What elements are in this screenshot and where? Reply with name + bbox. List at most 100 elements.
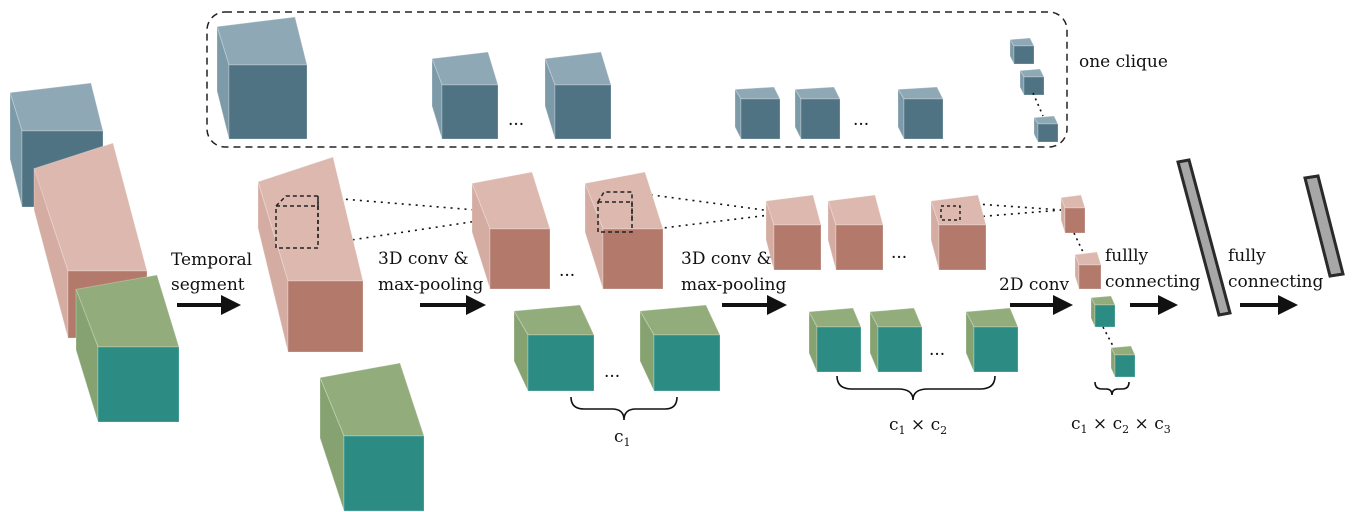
conv2-green-cube-3-front	[973, 326, 1019, 373]
conv3-red-cube-1	[1060, 194, 1086, 234]
label-3dconv-2b: max-pooling	[681, 275, 786, 295]
clique-blue-small-2-top	[794, 86, 841, 100]
conv3-red-cube-1-front	[1064, 207, 1086, 234]
conv3-green-cube-2-front	[1114, 354, 1136, 378]
conv1-green-cube-1-front	[527, 334, 595, 392]
conv2-red-cube-2	[827, 194, 884, 271]
clique-blue-tiny-3	[1033, 115, 1059, 143]
conv3-red-cube-2-top	[1074, 251, 1102, 266]
input-blue-volume-top	[9, 82, 104, 132]
conv1-green-cube-2	[639, 304, 721, 392]
label-3dconv-2a: 3D conv &	[681, 249, 772, 269]
conv1-green-cube-1-top	[513, 304, 595, 336]
receptive-field-lines	[317, 191, 1063, 246]
clique-blue-large-top	[216, 16, 308, 66]
fc-layer-2	[1303, 174, 1345, 278]
conv1-green-cube-2-front	[653, 334, 721, 392]
ellipsis-red-2: ···	[891, 248, 907, 268]
label-fc2b: connecting	[1228, 272, 1323, 292]
conv2-red-cube-1-top	[765, 194, 822, 226]
brace-label-c1c2: c1 × c2	[889, 415, 947, 437]
segment-green-volume	[319, 362, 425, 512]
conv1-red-volume-2	[584, 171, 664, 290]
segment-red-volume-front	[287, 280, 364, 353]
conv3-green-cube-2	[1110, 345, 1136, 378]
clique-blue-large-front	[228, 64, 308, 140]
clique-blue-small-1-front	[740, 98, 781, 140]
clique-blue-small-3	[897, 86, 944, 140]
clique-blue-small-2-side	[794, 87, 802, 140]
label-2dconv: 2D conv	[999, 275, 1070, 295]
conv2-green-cube-1-front	[816, 326, 862, 373]
ellipsis-clique-2: ···	[853, 115, 869, 135]
conv2-red-cube-3	[930, 194, 987, 271]
conv2-red-cube-1-front	[773, 224, 822, 271]
brace-c1c2c3	[1094, 381, 1130, 396]
label-3dconv-1b: max-pooling	[378, 275, 483, 295]
conv1-red-volume-2-front	[602, 228, 664, 290]
conv2-red-cube-1	[765, 194, 822, 271]
conv1-green-cube-2-top	[639, 304, 721, 336]
clique-blue-small-3-side	[897, 87, 905, 140]
clique-blue-small-2	[794, 86, 841, 140]
clique-blue-mid-1-front	[441, 84, 499, 140]
clique-blue-mid-1	[431, 51, 499, 140]
clique-box	[206, 11, 1068, 148]
label-segment: segment	[171, 275, 245, 295]
clique-blue-mid-2	[544, 51, 612, 140]
clique-blue-mid-2-front	[554, 84, 612, 140]
fc-layer-1	[1176, 158, 1232, 317]
conv2-green-cube-2	[869, 307, 923, 373]
conv1-red-volume-1-front	[489, 228, 551, 290]
clique-blue-mid-2-top	[544, 51, 612, 86]
ellipsis-green-1: ···	[604, 367, 620, 387]
conv1-red-volume-1	[471, 171, 551, 290]
label-fc1b: connecting	[1105, 272, 1200, 292]
conv2-green-cube-2-front	[877, 326, 923, 373]
clique-blue-small-2-front	[800, 98, 841, 140]
conv2-red-cube-2-front	[835, 224, 884, 271]
conv3-red-cube-2-front	[1078, 264, 1102, 290]
clique-blue-tiny-1	[1009, 37, 1035, 65]
clique-blue-small-1	[734, 86, 781, 140]
brace-c1	[570, 396, 678, 421]
input-green-volume-front	[97, 346, 180, 423]
clique-blue-large	[216, 16, 308, 140]
brace-label-c1: c1	[614, 427, 631, 449]
brace-label-c1c2c3: c1 × c2 × c3	[1071, 414, 1171, 436]
clique-blue-tiny-3-front	[1037, 123, 1059, 143]
brace-c1c2	[836, 375, 996, 401]
conv2-green-cube-1	[808, 307, 862, 373]
conv2-green-cube-1-top	[808, 307, 862, 328]
segment-green-volume-front	[343, 435, 425, 512]
label-one-clique: one clique	[1079, 52, 1168, 72]
ellipsis-green-2: ···	[929, 345, 945, 365]
clique-blue-tiny-2	[1019, 68, 1045, 96]
feature-cubes	[9, 16, 1136, 512]
clique-blue-small-1-top	[734, 86, 781, 100]
input-green-volume	[75, 274, 180, 423]
conv3-green-cube-1	[1090, 295, 1116, 328]
conv2-green-cube-2-top	[869, 307, 923, 328]
conv2-green-cube-3	[965, 307, 1019, 373]
conv3-red-cube-2	[1074, 251, 1102, 290]
ellipsis-red-1: ···	[559, 266, 575, 286]
conv1-green-cube-1	[513, 304, 595, 392]
conv3-green-cube-1-front	[1094, 304, 1116, 328]
ellipsis-clique-1: ···	[508, 115, 524, 135]
label-fc2a: fully	[1228, 246, 1266, 266]
conv2-red-cube-3-top	[930, 194, 987, 226]
segment-red-volume	[257, 156, 364, 353]
kernel-boxes	[275, 191, 961, 249]
conv2-green-cube-3-top	[965, 307, 1019, 328]
clique-blue-mid-1-top	[431, 51, 499, 86]
label-3dconv-1a: 3D conv &	[378, 249, 469, 269]
vertical-connectors	[1032, 92, 1114, 347]
conv2-red-cube-2-top	[827, 194, 884, 226]
label-temporal: Temporal	[171, 250, 252, 270]
clique-blue-small-3-top	[897, 86, 944, 100]
clique-blue-small-1-side	[734, 87, 742, 140]
clique-blue-tiny-1-front	[1013, 45, 1035, 65]
clique-blue-small-3-front	[903, 98, 944, 140]
